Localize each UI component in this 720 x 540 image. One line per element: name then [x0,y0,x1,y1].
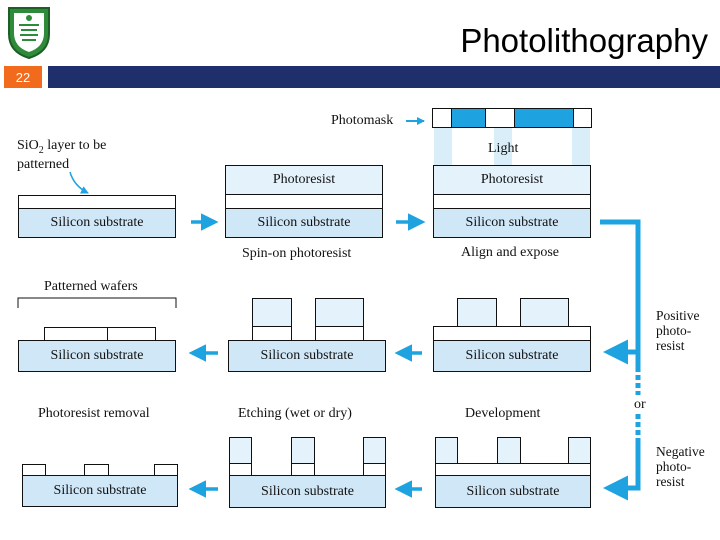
silicon-substrate-r2c2: Silicon substrate [228,340,386,372]
step-label-spin-on: Spin-on photoresist [242,246,352,261]
silicon-substrate-r3c2: Silicon substrate [229,475,386,508]
patterned-wafers-bracket [17,297,177,308]
silicon-substrate-r1c3: Silicon substrate [433,208,591,238]
step-label-patterned-wafers: Patterned wafers [44,279,138,294]
sio2-layer [18,195,176,209]
silicon-substrate-r2c1: Silicon substrate [18,340,176,372]
photoresist-island-r3c3-c [568,437,591,464]
sio2-layer-r1c2 [225,194,383,209]
silicon-substrate-r3c1: Silicon substrate [22,475,178,507]
photoresist-island-r3c2-b [291,437,315,464]
light-beam-2 [494,128,512,165]
oxide-island-r2c2-b [315,326,364,341]
patterned-oxide-r3c1-b [84,464,109,476]
photoresist-island-r2c2-a [252,298,292,327]
or-label: or [634,397,646,412]
photoresist-island-r2c2-b [315,298,364,327]
photomask-opaque-segment-1 [451,108,486,128]
bracket-connector-lower [603,440,641,501]
photoresist-island-r3c2-a [229,437,252,464]
photomask-opaque-segment-2 [514,108,574,128]
step-label-align-expose: Align and expose [461,245,559,260]
page-number-badge: 22 [4,66,42,88]
photomask-label: Photomask [331,113,394,128]
bracket-connector [600,219,641,367]
photoresist-layer-r1c2: Photoresist [225,165,383,195]
patterned-oxide-r3c1-a [22,464,46,476]
photoresist-island-r2c3-a [457,298,497,327]
step-label-photoresist-removal: Photoresist removal [38,406,150,421]
silicon-substrate-r3c3: Silicon substrate [435,475,591,508]
slide-title: Photolithography [460,22,708,59]
silicon-substrate-r1c1: Silicon substrate [18,208,176,238]
photoresist-island-r3c3-a [435,437,458,464]
step-label-etching: Etching (wet or dry) [238,406,352,421]
negative-photoresist-label: Negative photo- resist [656,444,705,489]
patterned-oxide-r3c1-c [154,464,178,476]
sio2-layer-label-line1: SiO2 layer to be [17,138,107,156]
light-label: Light [488,141,519,156]
patterned-oxide-r2c1-b [107,327,156,341]
step-label-development: Development [465,406,541,421]
photoresist-island-r3c3-b [497,437,521,464]
photoresist-layer-r1c3: Photoresist [433,165,591,195]
sio2-layer-r2c3 [433,326,591,341]
header-bar [48,66,720,88]
light-beam-1 [434,128,452,165]
photoresist-island-r3c2-c [363,437,386,464]
silicon-substrate-r2c3: Silicon substrate [433,340,591,372]
silicon-substrate-r1c2: Silicon substrate [225,208,383,238]
sio2-layer-r1c3 [433,194,591,209]
positive-photoresist-label: Positive photo- resist [656,308,700,353]
university-seal-logo [8,7,50,60]
oxide-island-r2c2-a [252,326,292,341]
light-beam-3 [572,128,590,165]
patterned-oxide-r2c1-a [44,327,108,341]
photoresist-island-r2c3-b [520,298,569,327]
sio2-layer-label-line2: patterned [17,157,70,172]
sio2-pointer-arrow [69,171,89,194]
